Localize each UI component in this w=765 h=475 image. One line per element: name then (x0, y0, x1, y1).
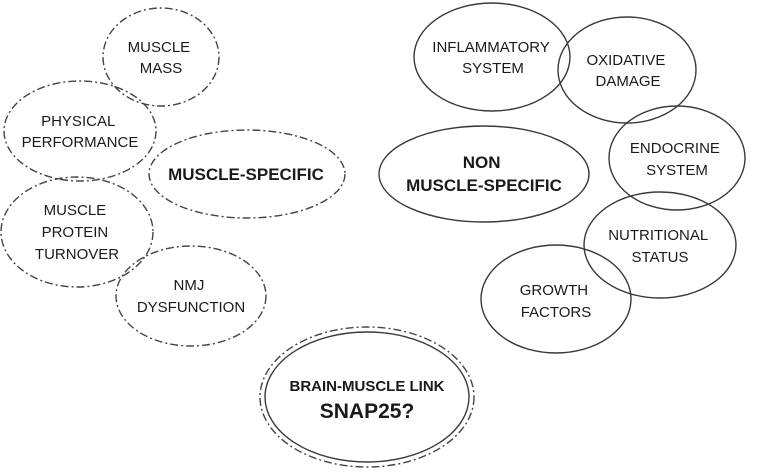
label-growth-factors-line1: GROWTH (520, 282, 588, 299)
label-nmj-dysfunction-line1: NMJ (174, 277, 205, 294)
label-nutritional-status-line2: STATUS (632, 249, 689, 266)
label-muscle-protein-turnover-line2: PROTEIN (42, 224, 109, 241)
label-muscle-mass-line2: MASS (140, 60, 183, 77)
label-endocrine-system-line2: SYSTEM (646, 162, 708, 179)
label-muscle-protein-turnover-line1: MUSCLE (44, 202, 107, 219)
label-snap25: SNAP25? (320, 400, 415, 423)
label-non-muscle-specific-line2: MUSCLE-SPECIFIC (406, 176, 562, 195)
ellipse-inflammatory-system (413, 2, 571, 112)
non-muscle-specific-group: INFLAMMATORY SYSTEM OXIDATIVE DAMAGE NON… (378, 2, 746, 354)
node-growth-factors: GROWTH FACTORS (480, 244, 632, 354)
label-non-muscle-specific-line1: NON (463, 153, 501, 172)
ellipse-non-muscle-specific (378, 125, 590, 223)
ellipse-nmj-dysfunction (115, 245, 267, 347)
svg-text:GROWTH FACTORS: GROWTH FACTORS (520, 282, 593, 321)
svg-text:NUTRITIONAL STATUS: NUTRITIONAL STATUS (608, 227, 712, 266)
label-muscle-mass-line1: MUSCLE (128, 39, 191, 56)
brain-muscle-link-group: BRAIN-MUSCLE LINK SNAP25? (259, 326, 475, 468)
ellipse-brain-muscle-link-outer (259, 326, 475, 468)
label-nmj-dysfunction-line2: DYSFUNCTION (137, 299, 245, 316)
svg-text:NMJ DYSFUNCTION: NMJ DYSFUNCTION (137, 277, 245, 316)
svg-text:MUSCLE PROTEIN: MUSCLE PROTEIN TURNOVER (35, 202, 119, 263)
label-muscle-specific: MUSCLE-SPECIFIC (168, 165, 324, 184)
ellipse-endocrine-system (608, 105, 746, 211)
label-physical-performance-line1: PHYSICAL (41, 113, 115, 130)
node-muscle-specific-title: MUSCLE-SPECIFIC (148, 129, 346, 219)
svg-text:OXIDATIVE DAMAGE: OXIDATIVE DAMAGE (586, 52, 669, 90)
label-inflammatory-system-line2: SYSTEM (462, 60, 524, 77)
node-inflammatory-system: INFLAMMATORY SYSTEM (413, 2, 571, 112)
node-endocrine-system: ENDOCRINE SYSTEM (608, 105, 746, 211)
ellipse-muscle-protein-turnover (0, 176, 154, 288)
label-growth-factors-line2: FACTORS (521, 304, 592, 321)
ellipse-brain-muscle-link-inner (264, 331, 470, 463)
label-physical-performance-line2: PERFORMANCE (22, 134, 139, 151)
label-brain-muscle-link: BRAIN-MUSCLE LINK (290, 378, 445, 395)
label-oxidative-damage-line1: OXIDATIVE (586, 52, 665, 69)
node-muscle-mass: MUSCLE MASS (102, 7, 220, 107)
ellipse-growth-factors (480, 244, 632, 354)
ellipse-muscle-specific (148, 129, 346, 219)
svg-text:INFLAMMATORY SYSTEM: INFLAMMATORY SYSTEM (432, 39, 553, 77)
node-oxidative-damage: OXIDATIVE DAMAGE (557, 16, 697, 124)
svg-text:ENDOCRINE SYSTEM: ENDOCRINE SYSTEM (630, 140, 724, 179)
node-nmj-dysfunction: NMJ DYSFUNCTION (115, 245, 267, 347)
svg-text:PHYSICAL PERFORMANCE: PHYSICAL PERFORMANCE (22, 113, 139, 151)
label-nutritional-status-line1: NUTRITIONAL (608, 227, 708, 244)
ellipse-physical-performance (3, 80, 157, 182)
label-endocrine-system-line1: ENDOCRINE (630, 140, 720, 157)
node-non-muscle-specific-title: NON MUSCLE-SPECIFIC (378, 125, 590, 223)
label-oxidative-damage-line2: DAMAGE (595, 73, 660, 90)
svg-text:MUSCLE MASS: MUSCLE MASS (128, 39, 195, 77)
node-physical-performance: PHYSICAL PERFORMANCE (3, 80, 157, 182)
label-inflammatory-system-line1: INFLAMMATORY (432, 39, 550, 56)
node-muscle-protein-turnover: MUSCLE PROTEIN TURNOVER (0, 176, 154, 288)
ellipse-nutritional-status (583, 191, 737, 299)
muscle-specific-group: MUSCLE MASS PHYSICAL PERFORMANCE MUSCLE-… (0, 7, 346, 347)
ellipse-muscle-mass (102, 7, 220, 107)
ellipse-oxidative-damage (557, 16, 697, 124)
label-muscle-protein-turnover-line3: TURNOVER (35, 246, 119, 263)
node-nutritional-status: NUTRITIONAL STATUS (583, 191, 737, 299)
svg-text:NON MUSCLE-SPECIFIC: NON MUSCLE-SPECIFIC (406, 153, 562, 195)
